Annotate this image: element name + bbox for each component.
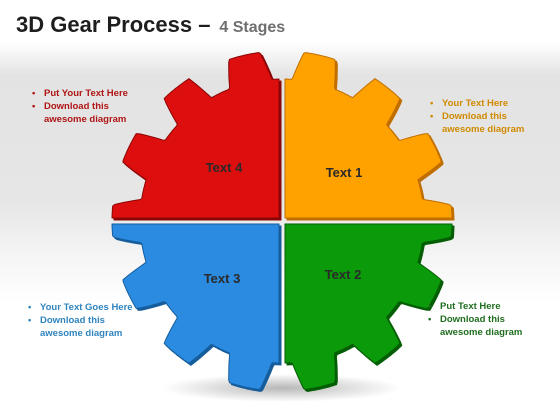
quadrant-orange-label: Text 1 <box>326 165 363 180</box>
note-blue-3: awesome diagram <box>40 328 123 339</box>
note-blue-2: Download this <box>26 314 154 327</box>
quadrant-orange-face <box>284 52 453 219</box>
note-orange-1: Your Text Here <box>428 97 546 110</box>
notes-green: Put Text Here Download this awesome diag… <box>426 300 544 339</box>
note-red-3: awesome diagram <box>44 114 127 125</box>
note-red-2: Download this <box>30 100 150 113</box>
note-orange-3: awesome diagram <box>442 124 525 135</box>
quadrant-green-label: Text 2 <box>325 267 362 282</box>
quadrant-blue-face <box>111 223 280 390</box>
notes-blue: Your Text Goes Here Download this awesom… <box>26 301 154 340</box>
quadrant-red-face <box>111 52 280 219</box>
notes-red: Put Your Text Here Download this awesome… <box>30 87 150 126</box>
title-main: 3D Gear Process – <box>16 12 211 37</box>
note-blue-1: Your Text Goes Here <box>26 301 154 314</box>
quadrant-blue-label: Text 3 <box>204 271 241 286</box>
gear-quadrant-green: Text 2 <box>284 223 455 392</box>
page-title: 3D Gear Process – 4 Stages <box>16 8 285 41</box>
quadrant-red-label: Text 4 <box>206 160 243 175</box>
note-green-1: Put Text Here <box>426 300 544 313</box>
title-subtitle: 4 Stages <box>219 19 286 36</box>
gear-quadrant-orange: Text 1 <box>284 52 455 221</box>
note-green-3: awesome diagram <box>440 327 523 338</box>
note-red-1: Put Your Text Here <box>30 87 150 100</box>
gear-quadrant-blue: Text 3 <box>111 223 282 392</box>
notes-orange: Your Text Here Download this awesome dia… <box>428 97 546 136</box>
quadrant-green-face <box>284 223 453 390</box>
gear-shadow <box>162 374 402 402</box>
gear-quadrant-red: Text 4 <box>111 52 282 221</box>
note-green-2: Download this <box>426 313 544 326</box>
note-orange-2: Download this <box>428 110 546 123</box>
